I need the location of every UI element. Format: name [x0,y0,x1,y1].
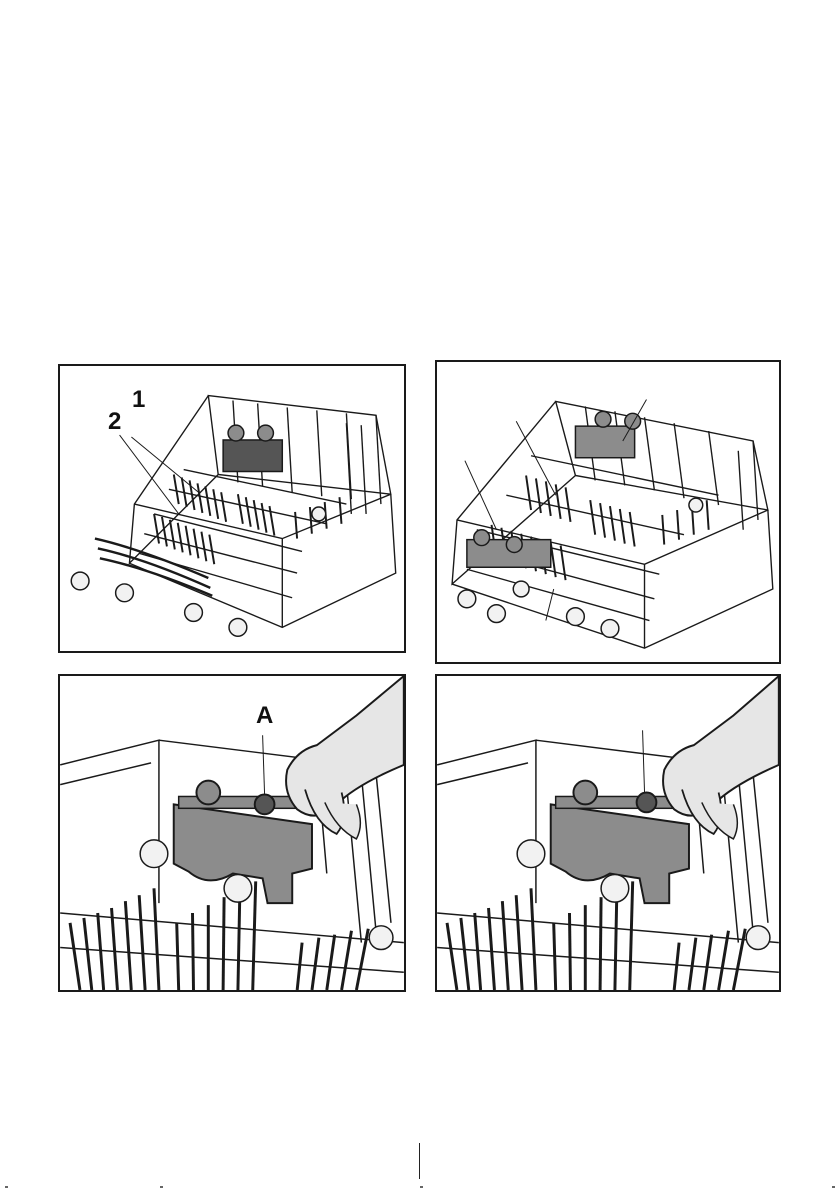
callout-label-1: 1 [132,386,145,414]
figure-holder-latch-closeup: A [58,674,406,992]
callout-label-2: 2 [108,408,121,436]
page-fold-divider [419,1143,420,1179]
figure-holder-latch-closeup-2 [435,674,781,992]
figure-basket-holder-positions [435,360,781,664]
basket-illustration-2 [437,362,779,662]
holder-closeup-illustration [60,676,404,990]
figure-basket-tines-folded: 1 2 [58,364,406,653]
bottom-crop-marks [0,1186,840,1188]
holder-closeup-illustration-2 [437,676,779,990]
callout-label-A: A [256,702,273,730]
